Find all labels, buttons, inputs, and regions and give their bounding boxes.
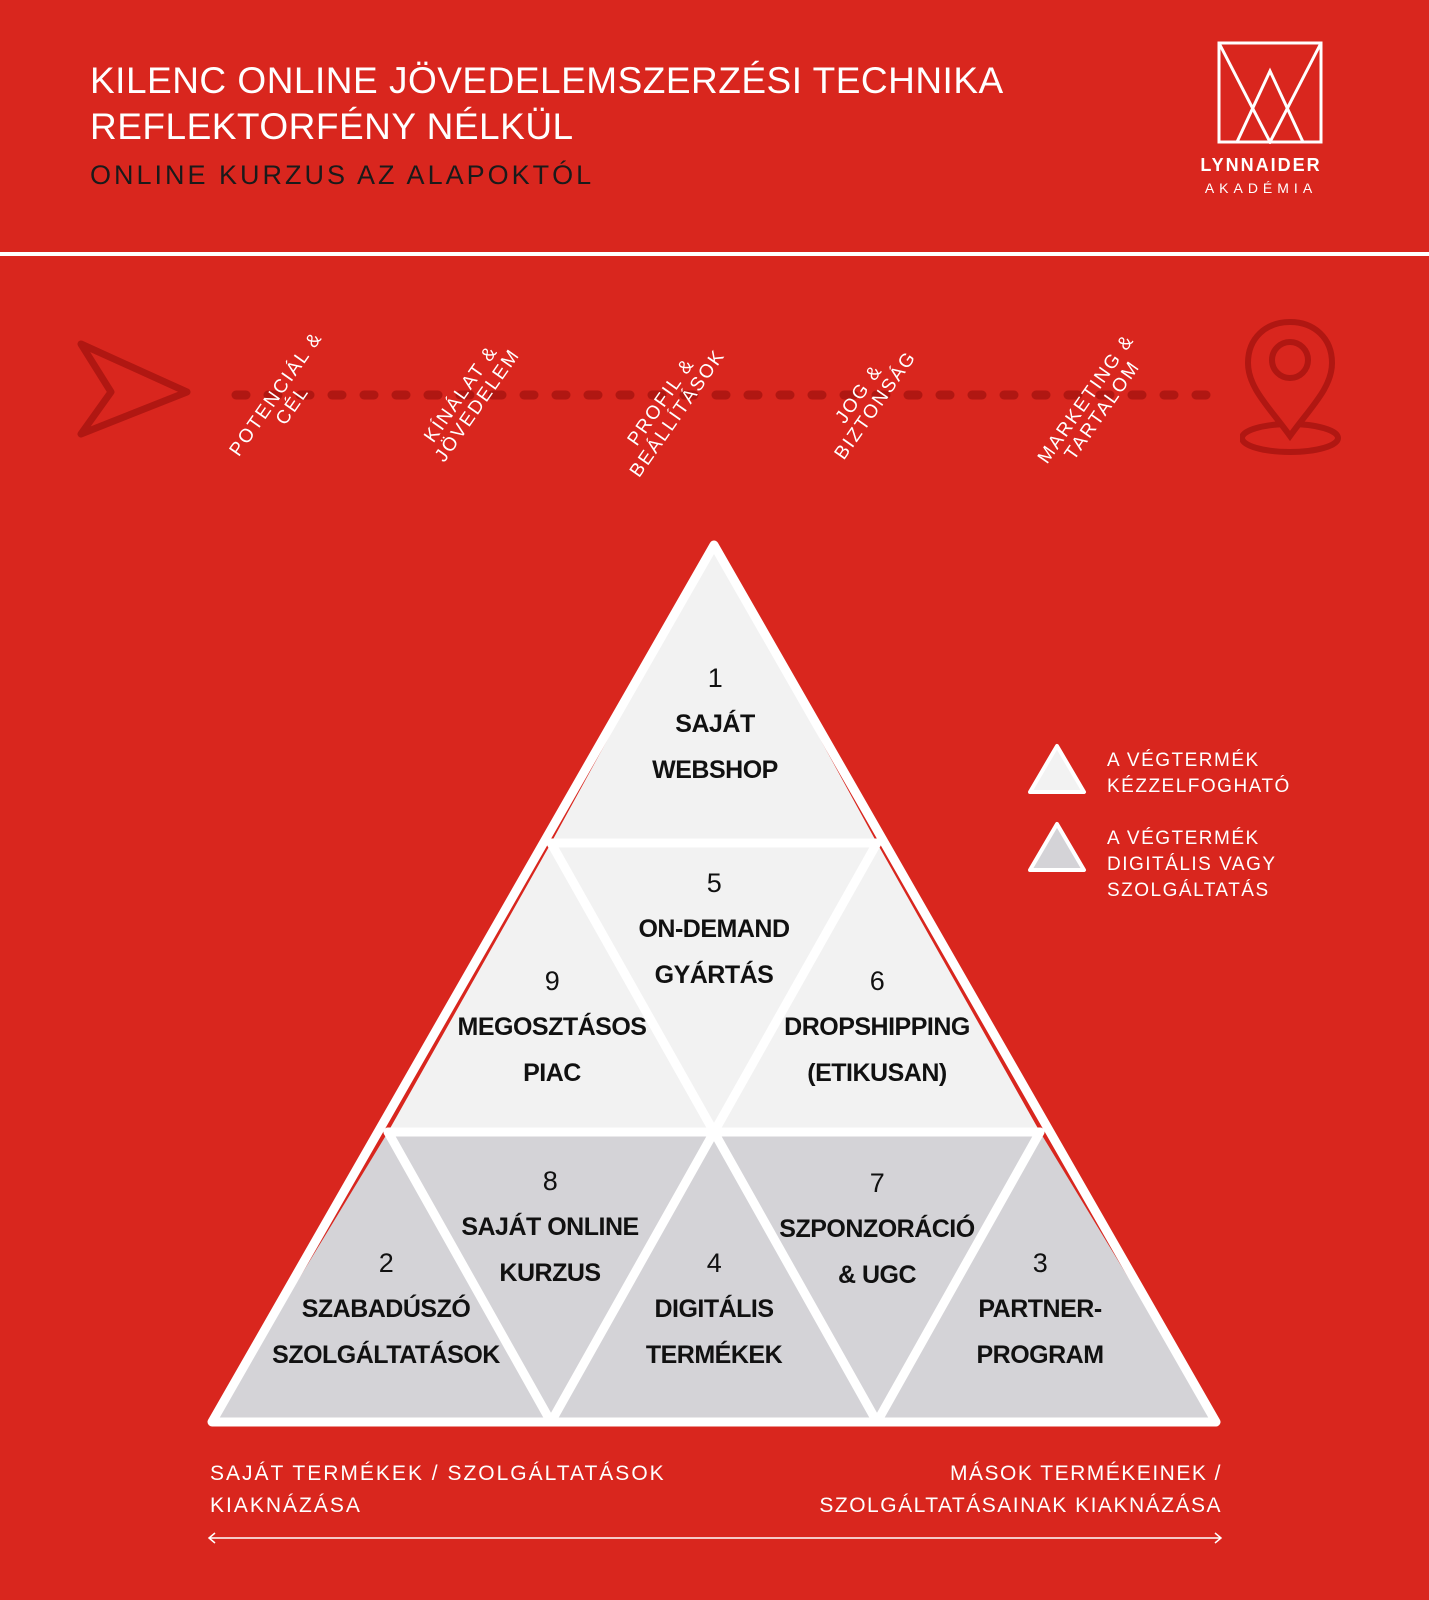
cell-label-6: 6 DROPSHIPPING (ETIKUSAN) bbox=[784, 966, 970, 1087]
pyramid-cell-3 bbox=[877, 1132, 1216, 1422]
legend-item-tangible: A VÉGTERMÉK KÉZZELFOGHATÓ bbox=[1107, 750, 1291, 797]
title-line-1: KILENC ONLINE JÖVEDELEMSZERZÉSI TECHNIKA bbox=[90, 60, 1004, 101]
pyramid-cell-1 bbox=[551, 545, 877, 843]
cell-label-5: 5 ON-DEMAND GYÁRTÁS bbox=[638, 868, 790, 989]
legend-triangle-grey-icon bbox=[1028, 822, 1086, 872]
legend-item-digital: A VÉGTERMÉK DIGITÁLIS VAGY SZOLGÁLTATÁS bbox=[1107, 828, 1277, 901]
cell-label-7: 7 SZPONZORÁCIÓ & UGC bbox=[779, 1168, 975, 1289]
cell-label-1: 1 SAJÁT WEBSHOP bbox=[652, 663, 778, 784]
brand-logo-icon bbox=[1217, 41, 1323, 144]
pyramid-cell-2 bbox=[212, 1132, 551, 1422]
cell-label-2: 2 SZABADÚSZÓ SZOLGÁLTATÁSOK bbox=[272, 1248, 500, 1369]
roadmap-line bbox=[231, 390, 1215, 400]
pyramid-cell-7 bbox=[714, 1132, 1040, 1422]
header-divider bbox=[0, 252, 1429, 256]
send-arrow-icon bbox=[77, 340, 191, 438]
cell-label-3: 3 PARTNER- PROGRAM bbox=[976, 1248, 1104, 1369]
footer-right-label: MÁSOK TERMÉKEINEK / SZOLGÁLTATÁSAINAK KI… bbox=[819, 1462, 1222, 1517]
pyramid-cell-4 bbox=[551, 1132, 877, 1422]
brand-subtitle: AKADÉMIA bbox=[1204, 180, 1318, 196]
brand-name: LYNNAIDER bbox=[1200, 155, 1322, 175]
location-pin-icon bbox=[1240, 318, 1341, 455]
title-line-2: REFLEKTORFÉNY NÉLKÜL bbox=[90, 106, 574, 147]
footer-left-label: SAJÁT TERMÉKEK / SZOLGÁLTATÁSOK KIAKNÁZÁ… bbox=[210, 1462, 666, 1517]
legend-triangle-light-icon bbox=[1028, 744, 1086, 794]
pyramid-cell-6 bbox=[714, 843, 1040, 1132]
pyramid-cell-5 bbox=[551, 843, 877, 1132]
pyramid-cell-8 bbox=[388, 1132, 714, 1422]
cell-label-4: 4 DIGITÁLIS TERMÉKEK bbox=[645, 1248, 783, 1369]
page-title: KILENC ONLINE JÖVEDELEMSZERZÉSI TECHNIKA… bbox=[90, 58, 1004, 150]
pyramid-cell-9 bbox=[388, 843, 714, 1132]
page-subtitle: ONLINE KURZUS AZ ALAPOKTÓL bbox=[90, 160, 595, 190]
double-arrow-icon bbox=[207, 1532, 1223, 1544]
cell-label-8: 8 SAJÁT ONLINE KURZUS bbox=[461, 1166, 639, 1287]
cell-label-9: 9 MEGOSZTÁSOS PIAC bbox=[457, 966, 647, 1087]
